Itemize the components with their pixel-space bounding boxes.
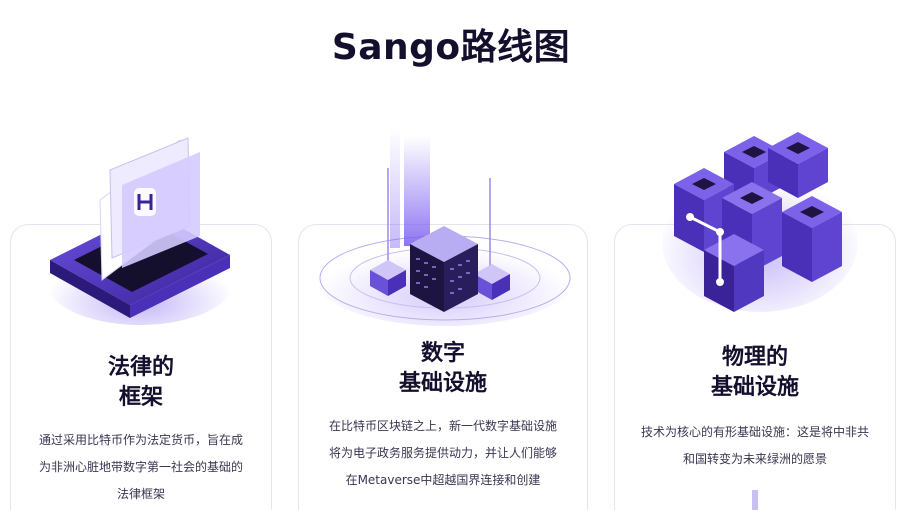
building-blocks-icon [662, 132, 858, 312]
card-title: 物理的 基础设施 [710, 345, 799, 400]
card-description: 技术为核心的有形基础设施：这是将中非共 和国转变为未来绿洲的愿景 [640, 425, 869, 466]
card-title: 法律的 框架 [107, 355, 174, 410]
document-tray-icon [45, 137, 235, 325]
card-description: 在比特币区块链之上，新一代数字基础设施 将为电子政务服务提供动力，并让人们能够 … [328, 419, 557, 487]
accent-bar [752, 490, 758, 510]
page-title: Sango路线图 [331, 27, 571, 68]
server-cube-icon [315, 128, 575, 326]
card-description: 通过采用比特币作为法定货币，旨在成 为非洲心脏地带数字第一社会的基础的 法律框架 [38, 433, 243, 501]
card-title: 数字 基础设施 [398, 341, 487, 396]
